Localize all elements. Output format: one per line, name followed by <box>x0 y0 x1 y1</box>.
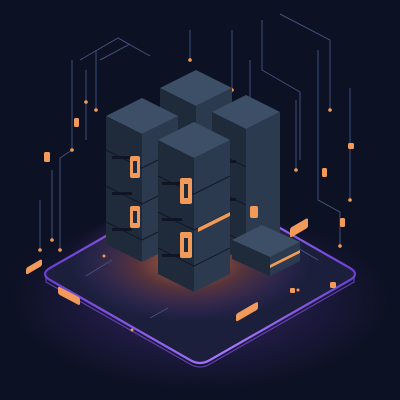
floating-blocks <box>44 118 354 293</box>
platform-chips <box>26 218 308 322</box>
server-unit-small <box>232 225 300 276</box>
server-rack-front <box>157 122 231 292</box>
server-light <box>250 206 258 218</box>
